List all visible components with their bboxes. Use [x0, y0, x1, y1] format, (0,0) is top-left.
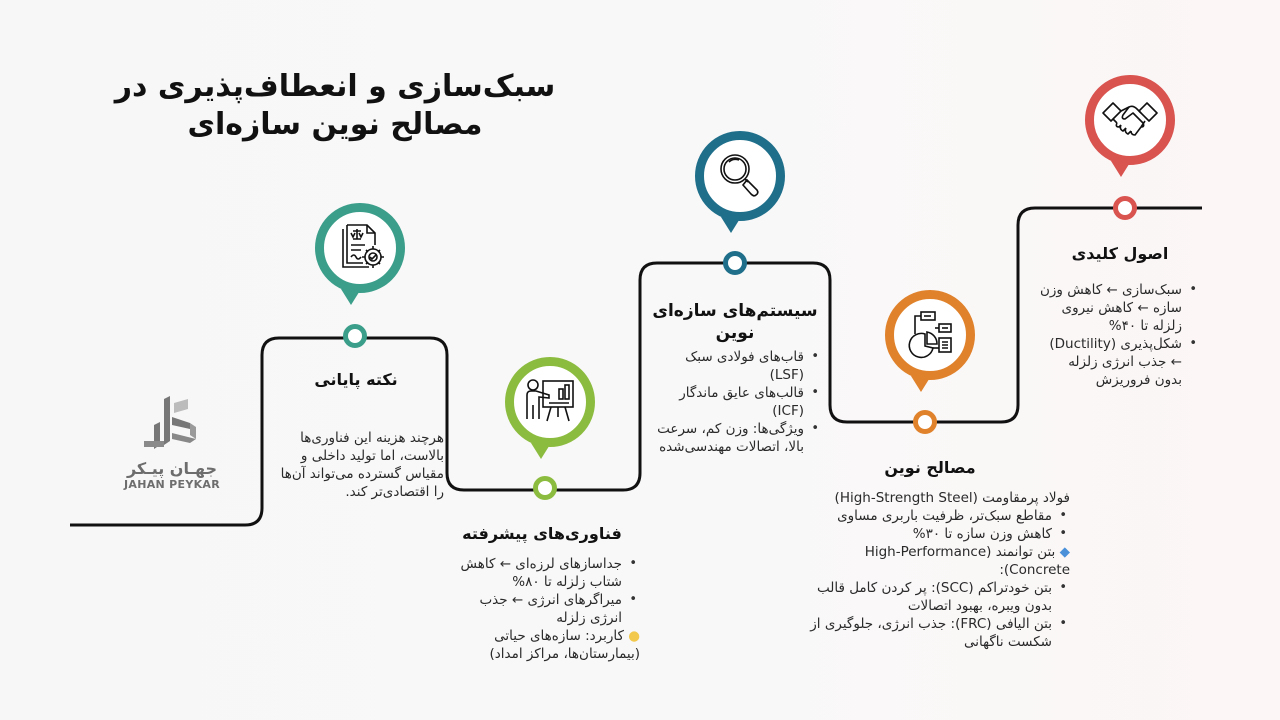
- presentation-icon: [526, 379, 574, 422]
- node-key-principles: [1113, 196, 1137, 220]
- step-new-materials: مصالح نوین فولاد پرمقاومت (High-Strength…: [790, 458, 1070, 651]
- node-new-materials: [913, 410, 937, 434]
- pin-conclusion: [310, 203, 410, 323]
- step-bullets: سبک‌سازی ← کاهش وزن سازه ← کاهش نیروی زل…: [1040, 281, 1200, 389]
- step-note: ● کاربرد: سازه‌های حیاتی (بیمارستان‌ها، …: [444, 627, 640, 663]
- bullet-item: قاب‌های فولادی سبک (LSF): [648, 348, 819, 384]
- step-heading: اصول کلیدی: [1071, 244, 1169, 263]
- title-line-2: مصالح نوین سازه‌ای: [187, 107, 483, 142]
- step-heading: فناوری‌های پیشرفته: [462, 524, 622, 543]
- bullet-item: بتن الیافی (FRC): جذب انرژی، جلوگیری از …: [790, 615, 1067, 651]
- node-structural-systems: [723, 251, 747, 275]
- legal-document-gear-icon: [342, 224, 384, 268]
- pin-advanced-tech: [500, 357, 600, 477]
- bullet-item: قالب‌های عایق ماندگار (ICF): [648, 384, 819, 420]
- node-conclusion: [343, 324, 367, 348]
- bullet-item: سبک‌سازی ← کاهش وزن سازه ← کاهش نیروی زل…: [1040, 281, 1197, 335]
- bullet-item: ویژگی‌ها: وزن کم، سرعت بالا، اتصالات مهن…: [648, 420, 819, 456]
- step-heading: سیستم‌های سازه‌ای نوین: [652, 301, 818, 343]
- steel-title: فولاد پرمقاومت (High-Strength Steel): [834, 490, 1070, 506]
- jahan-peykar-logo: جهـان پیـکر JAHAN PEYKAR: [122, 395, 222, 491]
- step-heading: مصالح نوین: [884, 458, 976, 477]
- bullet-item: جداسازهای لرزه‌ای ← کاهش شتاب زلزله تا ۸…: [444, 555, 637, 591]
- bullet-item: کاهش وزن سازه تا ۳۰%: [790, 525, 1067, 543]
- bullet-item: شکل‌پذیری (Ductility) ← جذب انرژی زلزله …: [1040, 335, 1197, 389]
- note-text: کاربرد: سازه‌های حیاتی (بیمارستان‌ها، مر…: [489, 628, 640, 662]
- node-advanced-tech: [533, 476, 557, 500]
- magnifier-icon: [720, 154, 759, 197]
- pin-key-principles: [1080, 75, 1180, 195]
- charts-documents-icon: [908, 311, 952, 359]
- pin-new-materials: [880, 290, 980, 410]
- concrete-title: بتن توانمند (High-Performance Concrete):: [864, 544, 1070, 578]
- concrete-bullets: بتن خودتراکم (SCC): پر کردن کامل قالب بد…: [790, 579, 1070, 651]
- lightbulb-icon: ●: [628, 628, 640, 644]
- step-paragraph: هرچند هزینه این فناوری‌ها بالاست، اما تو…: [280, 430, 444, 500]
- step-conclusion: نکته پایانی هرچند هزینه این فناوری‌ها با…: [268, 370, 444, 501]
- pin-structural-systems: [690, 131, 790, 251]
- bullet-item: مقاطع سبک‌تر، ظرفیت باربری مساوی: [790, 507, 1067, 525]
- logo-name-en: JAHAN PEYKAR: [123, 478, 220, 491]
- page-title: سبک‌سازی و انعطاف‌پذیری در مصالح نوین سا…: [100, 68, 570, 144]
- title-line-1: سبک‌سازی و انعطاف‌پذیری در: [114, 69, 556, 104]
- logo-mark-icon: [144, 396, 196, 449]
- bullet-item: میراگرهای انرژی ← جذب انرژی زلزله: [444, 591, 637, 627]
- step-key-principles: اصول کلیدی سبک‌سازی ← کاهش وزن سازه ← کا…: [1040, 244, 1200, 389]
- handshake-icon: [1102, 102, 1158, 136]
- bullet-item: بتن خودتراکم (SCC): پر کردن کامل قالب بد…: [790, 579, 1067, 615]
- logo-name-fa: جهـان پیـکر: [126, 459, 218, 478]
- step-structural-systems: سیستم‌های سازه‌ای نوین قاب‌های فولادی سب…: [648, 300, 822, 456]
- steel-bullets: مقاطع سبک‌تر، ظرفیت باربری مساوی کاهش وز…: [790, 507, 1070, 543]
- step-bullets: قاب‌های فولادی سبک (LSF) قالب‌های عایق م…: [648, 348, 822, 456]
- diamond-icon: ◆: [1059, 544, 1070, 560]
- concrete-line: ◆ بتن توانمند (High-Performance Concrete…: [790, 543, 1070, 579]
- step-heading: نکته پایانی: [314, 370, 398, 389]
- step-bullets: جداسازهای لرزه‌ای ← کاهش شتاب زلزله تا ۸…: [444, 555, 640, 627]
- step-advanced-tech: فناوری‌های پیشرفته جداسازهای لرزه‌ای ← ک…: [444, 524, 640, 663]
